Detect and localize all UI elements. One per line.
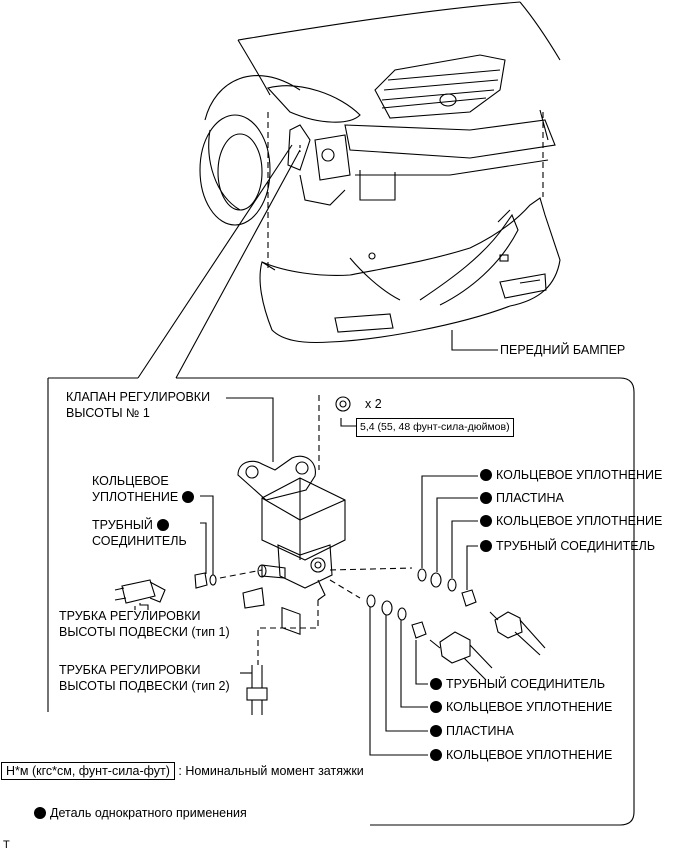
qty-label: x 2 [365,397,382,411]
legend-torque-box: Н*м (кгс*см, фунт-сила-фут) [1,762,175,780]
bottom-label-plate-text: ПЛАСТИНА [446,724,514,738]
detail-callout [47,144,635,826]
bottom-label-oring-2-text: КОЛЬЦЕВОЕ УПЛОТНЕНИЕ [446,748,613,762]
single-use-dot-icon [430,725,442,737]
bottom-label-plate: ПЛАСТИНА [430,724,514,739]
right-label-plate: ПЛАСТИНА [480,491,564,506]
left-union-leader [200,522,207,574]
single-use-dot-icon [182,491,195,503]
right-label-oring-2-text: КОЛЬЦЕВОЕ УПЛОТНЕНИЕ [496,514,663,528]
legend-single-use: Деталь однократного применения [34,806,247,821]
left-oring-text: УПЛОТНЕНИЕ [92,490,179,504]
legend-single-use-text: Деталь однократного применения [50,806,247,820]
right-lower-parts [366,594,493,681]
single-use-dot-icon [480,515,492,527]
single-use-dot-icon [480,469,492,481]
tube1-label-line2: ВЫСОТЫ ПОДВЕСКИ (тип 1) [59,625,230,639]
right-label-union-text: ТРУБНЫЙ СОЕДИНИТЕЛЬ [496,539,656,553]
torque-spec-box: 5,4 (55, 48 фунт-сила-дюймов) [356,418,514,437]
left-oring-leader [200,495,214,575]
assembly-guide-lines [267,112,544,272]
single-use-dot-icon [430,749,442,761]
left-union-label-line1: ТРУБНЫЙ [92,518,169,533]
single-use-dot-icon [480,492,492,504]
left-oring-label-line1: КОЛЬЦЕВОЕ [92,474,169,488]
single-use-dot-icon [480,540,492,552]
left-union-label-line2: СОЕДИНИТЕЛЬ [92,534,187,548]
footer-code: T [3,839,10,851]
tube2-label-line2: ВЫСОТЫ ПОДВЕСКИ (тип 2) [59,679,230,693]
single-use-dot-icon [430,701,442,713]
front-bumper-illustration [259,197,561,344]
bottom-label-oring-2: КОЛЬЦЕВОЕ УПЛОТНЕНИЕ [430,748,612,763]
car-front-illustration [199,1,561,226]
tube1-label-line1: ТРУБКА РЕГУЛИРОВКИ [59,609,201,623]
right-upper-leaders [421,475,478,590]
legend-torque-text: : Номинальный момент затяжки [178,764,364,778]
single-use-dot-icon [430,678,442,690]
single-use-dot-icon [34,807,46,819]
right-label-oring-1: КОЛЬЦЕВОЕ УПЛОТНЕНИЕ [480,468,662,483]
height-control-valve-illustration [237,396,351,635]
valve-leader [226,397,274,462]
bottom-label-oring-1: КОЛЬЦЕВОЕ УПЛОТНЕНИЕ [430,700,612,715]
valve-label-line2: ВЫСОТЫ № 1 [66,406,150,420]
left-oring-label-line2: УПЛОТНЕНИЕ [92,490,195,505]
front-bumper-leader [451,330,498,351]
single-use-dot-icon [156,519,169,531]
bottom-label-union: ТРУБНЫЙ СОЕДИНИТЕЛЬ [430,677,605,692]
bottom-label-union-text: ТРУБНЫЙ СОЕДИНИТЕЛЬ [446,677,606,691]
front-bumper-label: ПЕРЕДНИЙ БАМПЕР [500,343,626,357]
right-label-oring-1-text: КОЛЬЦЕВОЕ УПЛОТНЕНИЕ [496,468,663,482]
right-label-plate-text: ПЛАСТИНА [496,491,564,505]
torque-leader [340,418,356,427]
right-upper-parts [417,568,546,656]
tube1-leader [134,603,149,610]
right-lower-leaders [369,607,428,756]
right-label-oring-2: КОЛЬЦЕВОЕ УПЛОТНЕНИЕ [480,514,662,529]
right-label-union: ТРУБНЫЙ СОЕДИНИТЕЛЬ [480,539,655,554]
valve-label-line1: КЛАПАН РЕГУЛИРОВКИ [66,390,211,404]
legend-torque: Н*м (кгс*см, фунт-сила-фут) : Номинальны… [1,762,364,780]
bottom-label-oring-1-text: КОЛЬЦЕВОЕ УПЛОТНЕНИЕ [446,700,613,714]
tube2-label-line1: ТРУБКА РЕГУЛИРОВКИ [59,663,201,677]
left-union-text1: ТРУБНЫЙ [92,518,153,532]
